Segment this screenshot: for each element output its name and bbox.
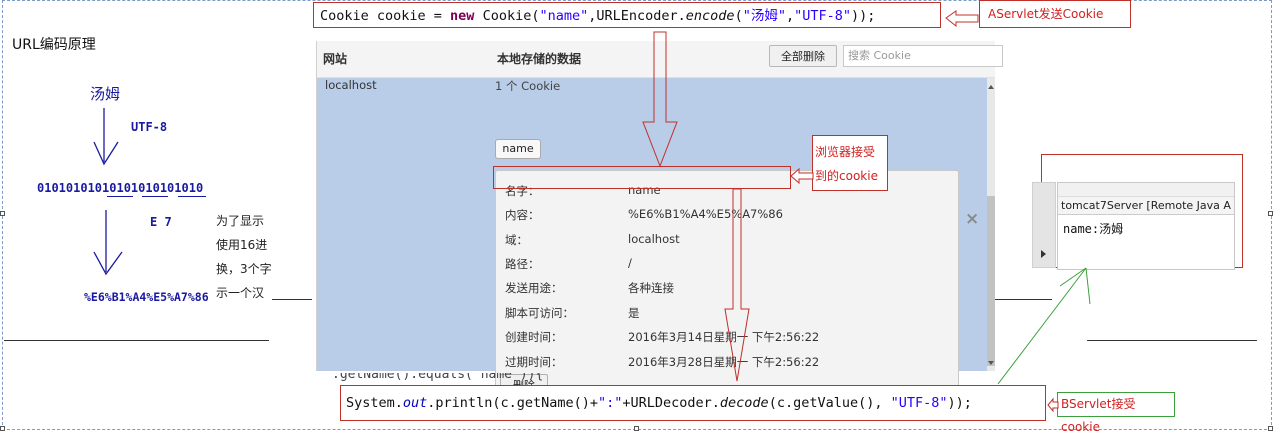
- row-label-content: 内容：: [505, 208, 540, 222]
- code-text: System.: [346, 395, 403, 411]
- code-text: Cookie cookie =: [320, 8, 451, 24]
- dialog-header: 网站 本地存储的数据 全部删除 搜索 Cookie: [317, 41, 1003, 78]
- code-string: ":": [597, 395, 623, 411]
- code-method: decode: [719, 395, 769, 411]
- site-list-row-selected[interactable]: localhost 1 个 Cookie name 名字： name 内容： %…: [317, 78, 987, 404]
- note-line: 示一个汉: [216, 286, 265, 300]
- row-value-name: name: [628, 183, 661, 197]
- scroll-down-arrow-icon[interactable]: [987, 359, 995, 367]
- code-text: .println(c.getName()+: [427, 395, 598, 411]
- code-text: ));: [947, 395, 972, 411]
- code-text: +URLDecoder.: [622, 395, 720, 411]
- note-aservlet: AServlet发送Cookie: [979, 0, 1131, 28]
- row-value-domain: localhost: [628, 232, 680, 246]
- code-text: (: [734, 8, 743, 24]
- column-header-site: 网站: [323, 52, 348, 66]
- content-row-highlight: [493, 166, 791, 189]
- row-label-expires: 过期时间：: [505, 355, 563, 369]
- code-keyword: new: [450, 8, 475, 24]
- scrollbar-thumb[interactable]: [987, 196, 995, 366]
- cookie-chip-name[interactable]: name: [495, 139, 541, 159]
- arrow-to-code: [945, 10, 979, 28]
- divider-line: [1087, 340, 1257, 341]
- code-text: ));: [851, 8, 876, 24]
- code-string: "汤姆": [742, 8, 786, 24]
- binary-underline: [178, 196, 206, 197]
- arrow-to-bottom-code: [1047, 397, 1059, 413]
- close-icon[interactable]: ×: [965, 209, 980, 229]
- row-label-name: 名字：: [505, 184, 540, 198]
- divider-line: [994, 299, 1052, 300]
- note-bservlet: BServlet接受cookie: [1057, 392, 1175, 434]
- source-chars: 汤姆: [90, 85, 121, 103]
- scroll-up-arrow-icon[interactable]: [987, 83, 995, 91]
- console-panel: tomcat7Server [Remote Java A name:汤姆: [1057, 182, 1235, 270]
- row-value-path: /: [628, 256, 632, 270]
- note-line: 使用16进: [216, 238, 268, 252]
- search-cookie-input[interactable]: 搜索 Cookie: [843, 45, 1003, 67]
- resize-handle-bottom-left[interactable]: [0, 426, 5, 431]
- code-text: Cookie(: [474, 8, 540, 24]
- resize-handle-bottom-right[interactable]: [1268, 426, 1273, 431]
- binary-underline: [107, 196, 133, 197]
- row-label-created: 创建时间：: [505, 330, 563, 344]
- code-method: encode: [685, 8, 735, 24]
- delete-all-button[interactable]: 全部删除: [769, 45, 837, 67]
- down-arrow-2: [93, 210, 123, 276]
- arrow-to-content: [790, 167, 814, 185]
- binary-underline: [142, 196, 168, 197]
- green-flow-arrow: [997, 267, 1091, 385]
- note-line: 为了显示: [216, 214, 265, 228]
- code-string: "UTF-8": [890, 395, 948, 411]
- code-text: ,URLEncoder.: [588, 8, 686, 24]
- note-browser-received: 浏览器接受 到的cookie: [812, 135, 888, 191]
- row-label-domain: 域：: [505, 233, 528, 247]
- code-string: "name": [539, 8, 589, 24]
- row-value-expires: 2016年3月28日星期一 下午2:56:22: [628, 355, 820, 369]
- code-string: "UTF-8": [794, 8, 852, 24]
- site-name: localhost: [325, 78, 377, 92]
- console-output: name:汤姆: [1063, 222, 1124, 236]
- hex-hint: E 7: [150, 215, 172, 229]
- cookie-count: 1 个 Cookie: [495, 79, 561, 93]
- explanation-note: 为了显示 使用16进 换，3个字 示一个汉: [216, 209, 314, 305]
- url-encoded-result: %E6%B1%A4%E5%A7%86: [84, 290, 209, 304]
- code-partial-line: .getName().equals("name")){: [332, 373, 544, 382]
- cookie-detail-card: 名字： name 内容： %E6%B1%A4%E5%A7%86 域： local…: [495, 170, 959, 404]
- page-title: URL编码原理: [12, 37, 96, 53]
- down-arrow-1: [93, 108, 119, 166]
- code-read-cookie: System.out.println(c.getName()+":"+URLDe…: [340, 385, 1046, 421]
- cookie-dialog: 网站 本地存储的数据 全部删除 搜索 Cookie localhost 1 个 …: [316, 41, 1003, 404]
- row-value-created: 2016年3月14日星期一 下午2:56:22: [628, 330, 820, 344]
- divider-line: [272, 299, 312, 300]
- divider-line: [4, 340, 269, 341]
- code-text: (c.getValue(),: [768, 395, 891, 411]
- expand-arrow-icon[interactable]: [1039, 249, 1047, 259]
- row-label-script-access: 脚本可访问：: [505, 306, 574, 320]
- row-value-send-for: 各种连接: [628, 281, 674, 295]
- column-header-data: 本地存储的数据: [497, 52, 582, 66]
- console-tab-title[interactable]: tomcat7Server [Remote Java A: [1058, 197, 1234, 215]
- console-toolbar: [1058, 183, 1234, 197]
- note-line: 换，3个字: [216, 262, 272, 276]
- code-field: out: [402, 395, 428, 411]
- binary-string: 01010101010101010101010: [37, 181, 204, 195]
- flow-arrow-down-2: [724, 188, 750, 382]
- resize-handle-right[interactable]: [1268, 211, 1273, 216]
- row-label-send-for: 发送用途：: [505, 281, 563, 295]
- row-value-content: %E6%B1%A4%E5%A7%86: [628, 207, 783, 221]
- resize-handle-left[interactable]: [0, 211, 5, 216]
- note-line: 到的cookie: [815, 169, 878, 183]
- row-label-path: 路径：: [505, 257, 540, 271]
- resize-handle-bottom[interactable]: [634, 426, 639, 431]
- code-send-cookie: Cookie cookie = new Cookie("name",URLEnc…: [313, 2, 941, 28]
- encoding-label: UTF-8: [131, 120, 168, 134]
- row-value-script-access: 是: [628, 306, 640, 320]
- flow-arrow-down-1: [642, 31, 678, 168]
- code-text: ,: [785, 8, 795, 24]
- note-line: 浏览器接受: [815, 145, 876, 159]
